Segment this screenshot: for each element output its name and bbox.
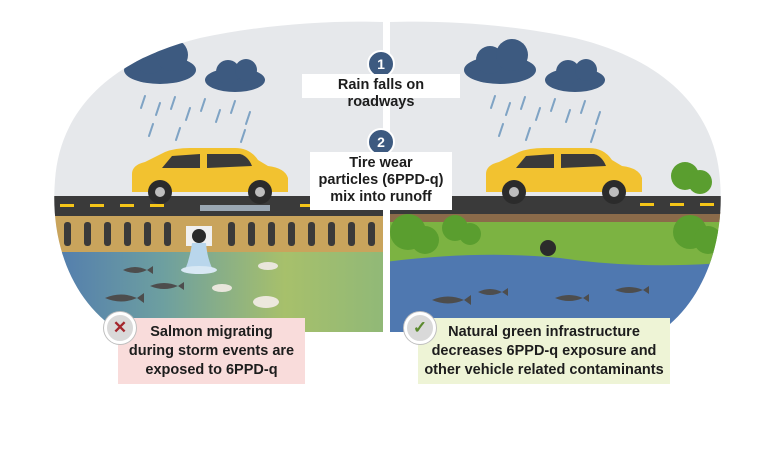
step-2-line-1: Tire wear bbox=[349, 155, 413, 171]
right-car bbox=[486, 148, 642, 204]
left-car bbox=[132, 148, 288, 204]
step-1-label: Rain falls on roadways bbox=[302, 74, 460, 110]
left-callout-line-1: Salmon migrating bbox=[150, 324, 273, 340]
foam-patch bbox=[258, 262, 278, 270]
soil-layer bbox=[390, 212, 721, 222]
left-retaining-wall bbox=[54, 215, 384, 255]
foam-patch bbox=[253, 296, 279, 308]
step-2-line-3: mix into runoff bbox=[330, 189, 432, 205]
left-callout-line-3: exposed to 6PPD-q bbox=[145, 362, 278, 378]
right-callout: Natural green infrastructure decreases 6… bbox=[418, 318, 670, 384]
checkmark-icon: ✓ bbox=[404, 312, 436, 344]
step-2-line-2: particles (6PPD-q) bbox=[318, 172, 444, 188]
left-rain bbox=[140, 95, 251, 143]
step-1-text: Rain falls on roadways bbox=[337, 77, 425, 110]
wall-slots bbox=[64, 222, 375, 246]
step-2-badge: 2 bbox=[367, 128, 395, 156]
runoff-stream bbox=[200, 205, 270, 211]
right-rain bbox=[490, 95, 601, 143]
foam-patch bbox=[212, 284, 232, 292]
step-2-label: Tire wear particles (6PPD-q) mix into ru… bbox=[310, 152, 452, 210]
right-road bbox=[390, 196, 721, 214]
left-cloud bbox=[124, 39, 265, 92]
right-callout-line-3: other vehicle related contaminants bbox=[424, 362, 664, 378]
x-mark-icon: ✕ bbox=[104, 312, 136, 344]
right-cloud bbox=[464, 39, 605, 92]
right-callout-line-1: Natural green infrastructure bbox=[448, 324, 640, 340]
pipe-outflow bbox=[185, 243, 213, 270]
left-callout: Salmon migrating during storm events are… bbox=[118, 318, 305, 384]
right-fish bbox=[432, 286, 649, 305]
culvert bbox=[540, 240, 556, 256]
left-callout-line-2: during storm events are bbox=[128, 343, 295, 359]
left-fish bbox=[105, 266, 184, 303]
right-callout-line-2: decreases 6PPD-q exposure and bbox=[431, 343, 657, 359]
right-panel bbox=[390, 21, 721, 332]
